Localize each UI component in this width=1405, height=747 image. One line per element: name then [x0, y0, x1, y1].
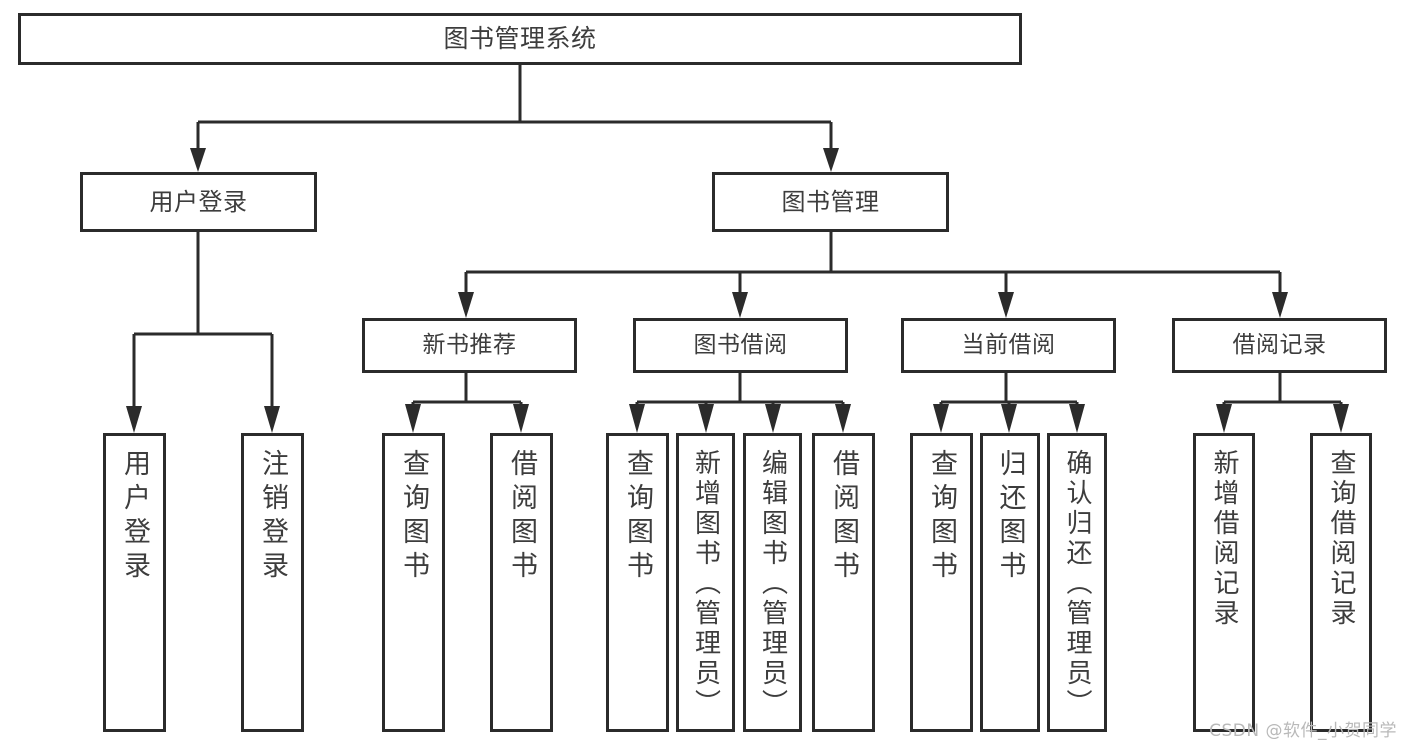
node-root-system[interactable]: 图书管理系统 [18, 13, 1022, 65]
leaf-br-add-record[interactable]: 新增借阅记录 [1193, 433, 1255, 732]
leaf-cb-confirm-return-admin[interactable]: 确认归还（管理员） [1047, 433, 1107, 732]
arrowhead-bb-leaf-3 [765, 404, 781, 433]
leaf-cb-query-book[interactable]: 查询图书 [910, 433, 973, 732]
leaf-br-query-record[interactable]: 查询借阅记录 [1310, 433, 1372, 732]
arrowhead-current-borrow [998, 292, 1014, 318]
arrowhead-borrow-record [1272, 292, 1288, 318]
node-label: 查询借阅记录 [1326, 449, 1356, 629]
node-label: 查询图书 [398, 449, 429, 585]
node-label: 当前借阅 [961, 331, 1056, 358]
node-label: 借阅记录 [1232, 331, 1327, 358]
node-book-borrow[interactable]: 图书借阅 [633, 318, 848, 373]
node-user-login[interactable]: 用户登录 [80, 172, 317, 232]
arrowhead-leaf-user-login [126, 406, 142, 433]
node-label: 查询图书 [622, 449, 653, 585]
arrowhead-user-login [190, 148, 206, 172]
leaf-nb-query-book[interactable]: 查询图书 [382, 433, 445, 732]
arrowhead-bb-leaf-2 [698, 404, 714, 433]
arrowhead-new-book [458, 292, 474, 318]
node-label: 用户登录 [119, 449, 150, 585]
node-current-borrow[interactable]: 当前借阅 [901, 318, 1116, 373]
node-label: 借阅图书 [506, 449, 537, 585]
node-label: 确认归还（管理员） [1062, 449, 1092, 719]
leaf-bb-query-book[interactable]: 查询图书 [606, 433, 669, 732]
node-label: 新增图书（管理员） [690, 449, 721, 719]
node-label: 查询图书 [926, 449, 957, 585]
node-borrow-record[interactable]: 借阅记录 [1172, 318, 1387, 373]
arrowhead-cb-leaf-1 [933, 404, 949, 433]
arrowhead-br-leaf-2 [1333, 404, 1349, 433]
node-label: 注销登录 [257, 449, 288, 585]
leaf-cb-return-book[interactable]: 归还图书 [980, 433, 1040, 732]
node-label: 归还图书 [994, 449, 1026, 585]
node-label: 用户登录 [149, 187, 248, 216]
node-book-management[interactable]: 图书管理 [712, 172, 949, 232]
arrowhead-nb-leaf-1 [405, 404, 421, 433]
arrowhead-br-leaf-1 [1216, 404, 1232, 433]
leaf-bb-add-book-admin[interactable]: 新增图书（管理员） [676, 433, 735, 732]
arrowhead-bb-leaf-1 [629, 404, 645, 433]
arrowhead-nb-leaf-2 [513, 404, 529, 433]
node-label: 图书管理系统 [443, 24, 597, 54]
arrowhead-leaf-logout [264, 406, 280, 433]
node-label: 图书管理 [781, 187, 880, 216]
arrowhead-cb-leaf-3 [1069, 404, 1085, 433]
node-label: 编辑图书（管理员） [757, 449, 788, 719]
arrowhead-cb-leaf-2 [1001, 404, 1017, 433]
node-new-book-recommend[interactable]: 新书推荐 [362, 318, 577, 373]
node-label: 图书借阅 [693, 331, 788, 358]
leaf-logout[interactable]: 注销登录 [241, 433, 304, 732]
node-label: 借阅图书 [828, 449, 859, 585]
leaf-bb-borrow-book[interactable]: 借阅图书 [812, 433, 875, 732]
leaf-bb-edit-book-admin[interactable]: 编辑图书（管理员） [743, 433, 802, 732]
arrowhead-bb-leaf-4 [835, 404, 851, 433]
node-label: 新书推荐 [422, 331, 517, 358]
leaf-user-login[interactable]: 用户登录 [103, 433, 166, 732]
leaf-nb-borrow-book[interactable]: 借阅图书 [490, 433, 553, 732]
node-label: 新增借阅记录 [1209, 449, 1239, 629]
csdn-watermark: CSDN @软件_小贺同学 [1209, 721, 1397, 741]
arrowhead-book-borrow [732, 292, 748, 318]
arrowhead-book-manage [823, 148, 839, 172]
